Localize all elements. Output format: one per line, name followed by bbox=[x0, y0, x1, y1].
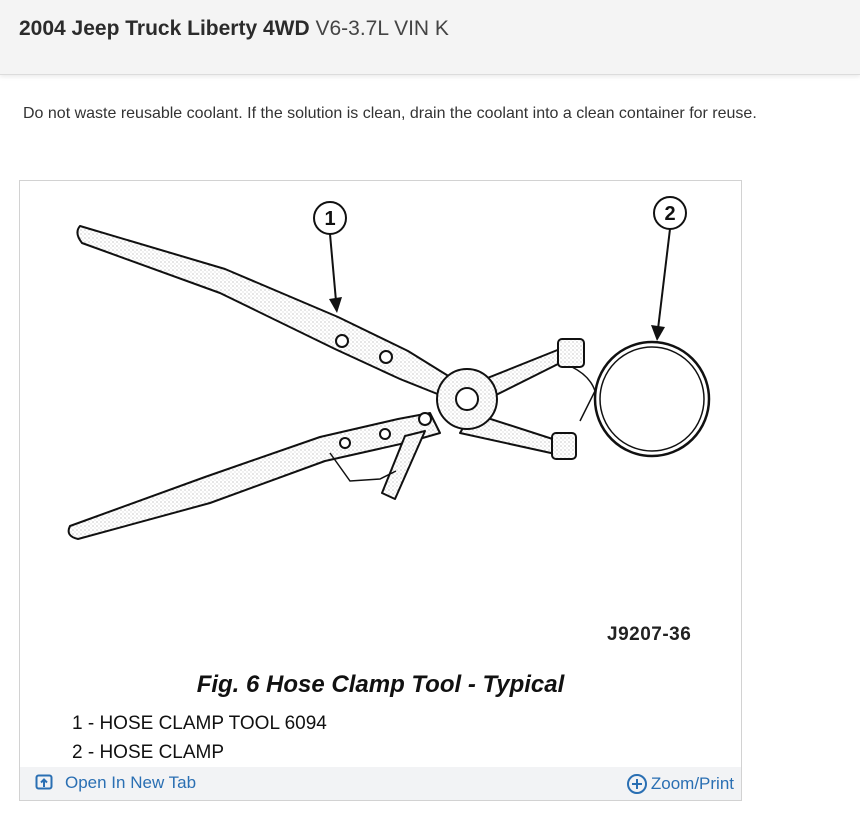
lower-jaw-tip bbox=[551, 432, 577, 460]
figure-card: 1 2 J9207-36 Fig. 6 Hose Clamp Tool - Ty… bbox=[19, 180, 742, 801]
upper-handle bbox=[76, 225, 451, 396]
handle-rivet bbox=[379, 428, 391, 440]
open-in-new-tab-link[interactable]: Open In New Tab bbox=[35, 773, 196, 793]
open-new-tab-icon bbox=[35, 774, 53, 792]
page-title: 2004 Jeep Truck Liberty 4WD V6-3.7L VIN … bbox=[19, 17, 449, 41]
vehicle-title: 2004 Jeep Truck Liberty 4WD bbox=[19, 17, 310, 40]
figure-code: J9207-36 bbox=[607, 624, 692, 645]
pivot-pin bbox=[455, 387, 479, 411]
page-header: 2004 Jeep Truck Liberty 4WD V6-3.7L VIN … bbox=[0, 0, 860, 75]
upper-jaw-tip bbox=[557, 338, 585, 368]
zoom-print-label: Zoom/Print bbox=[650, 774, 734, 793]
engine-subtitle: V6-3.7L VIN K bbox=[315, 17, 449, 40]
hose-clamp-tool-diagram: 1 2 bbox=[67, 196, 711, 540]
cable-wire bbox=[571, 366, 596, 422]
hose-clamp-ring bbox=[593, 340, 711, 458]
open-in-new-tab-label: Open In New Tab bbox=[65, 773, 197, 792]
coolant-note: Do not waste reusable coolant. If the so… bbox=[23, 105, 757, 122]
zoom-plus-icon bbox=[626, 773, 648, 795]
handle-rivet bbox=[339, 437, 351, 449]
callout-2-label: 2 bbox=[664, 203, 675, 225]
zoom-print-link[interactable]: Zoom/Print bbox=[626, 773, 734, 795]
figure-caption: Fig. 6 Hose Clamp Tool - Typical bbox=[196, 671, 565, 698]
legend-item: 1 - HOSE CLAMP TOOL 6094 bbox=[72, 713, 327, 734]
figure-footer: Open In New Tab Zoom/Print bbox=[20, 767, 741, 800]
callout-1-label: 1 bbox=[324, 208, 335, 230]
handle-rivet bbox=[335, 334, 349, 348]
spring-pin bbox=[418, 412, 432, 426]
return-spring bbox=[329, 452, 397, 482]
legend-item: 2 - HOSE CLAMP bbox=[72, 742, 225, 763]
handle-rivet bbox=[379, 350, 393, 364]
